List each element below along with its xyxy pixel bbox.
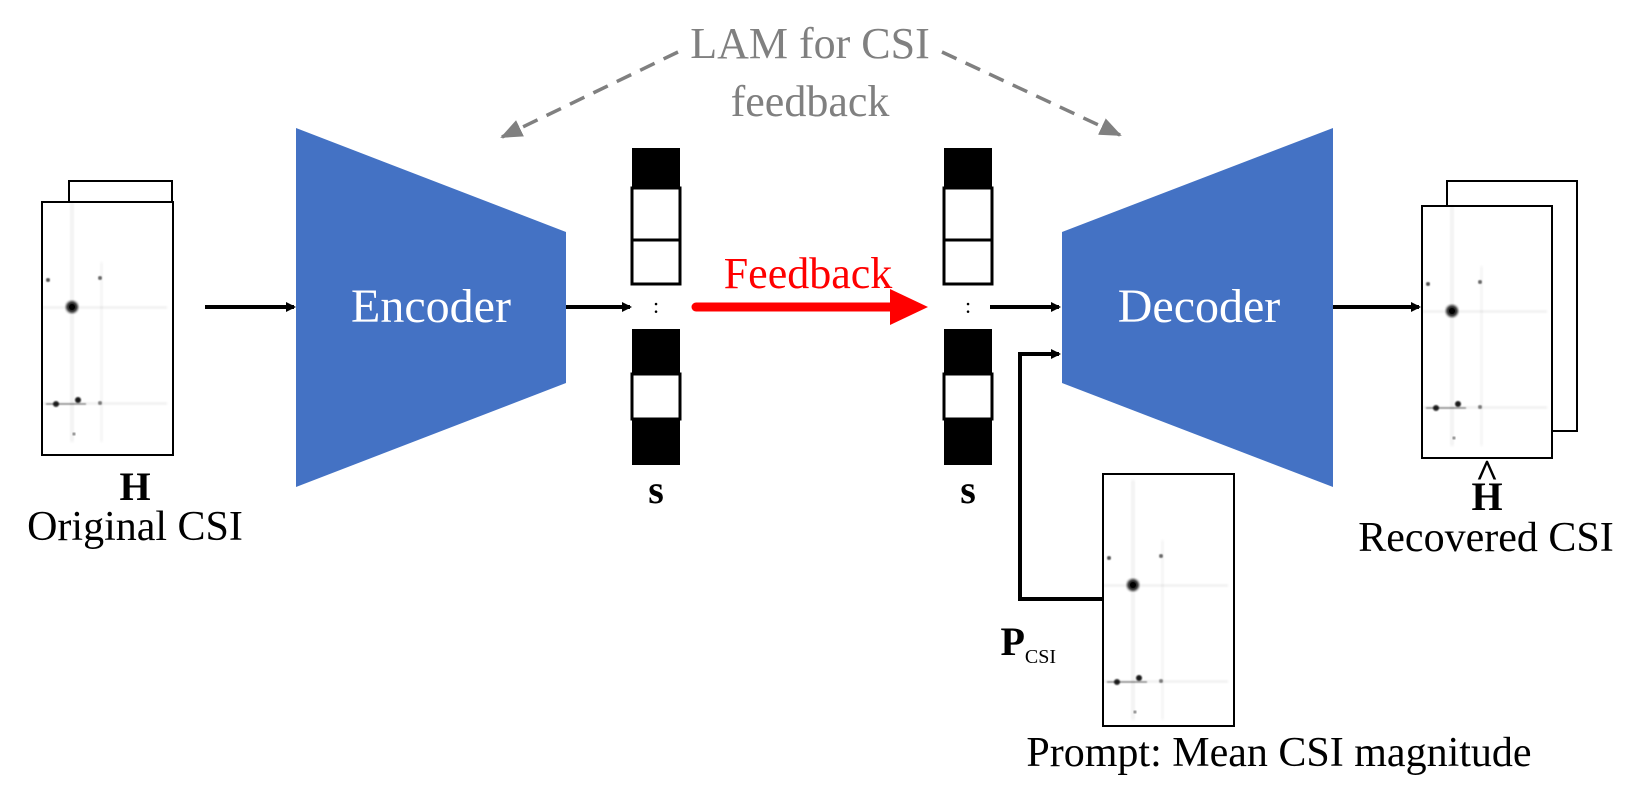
lam-to-encoder-dashed-arrow [500, 50, 679, 139]
original-csi-image-stack [41, 180, 174, 456]
decoder-codeword-dots: : [965, 293, 971, 318]
lam-label-line2: feedback [731, 77, 890, 126]
decoder-codeword-vector [942, 148, 994, 465]
recovered-csi-image-stack [1421, 180, 1578, 459]
prompt-symbol-subscript: CSI [1025, 646, 1056, 668]
input-caption: Original CSI [27, 504, 243, 550]
output-hat: ^ [1475, 451, 1498, 496]
lam-to-decoder-dashed-arrow [941, 50, 1122, 137]
feedback-label: Feedback [724, 249, 893, 298]
output-symbol: H [1471, 474, 1502, 519]
encoder-codeword-vector [630, 148, 682, 465]
encoder-block [296, 128, 566, 487]
encoder-codeword-dots: : [653, 293, 659, 318]
prompt-symbol: PCSI [1000, 619, 1056, 668]
decoder-codeword-symbol: s [960, 467, 976, 512]
encoder-label: Encoder [351, 280, 511, 333]
input-symbol: H [119, 464, 150, 509]
output-caption: Recovered CSI [1358, 515, 1613, 561]
prompt-caption: Prompt: Mean CSI magnitude [1026, 730, 1531, 776]
lam-label-line1: LAM for CSI [690, 19, 930, 68]
prompt-symbol-letter: P [1000, 619, 1024, 664]
decoder-block [1062, 128, 1333, 487]
encoder-codeword-symbol: s [648, 467, 664, 512]
prompt-csi-image [1102, 473, 1235, 727]
decoder-label: Decoder [1118, 280, 1281, 333]
feedback-arrow [691, 289, 928, 325]
prompt-to-decoder-arrow [1018, 349, 1103, 601]
